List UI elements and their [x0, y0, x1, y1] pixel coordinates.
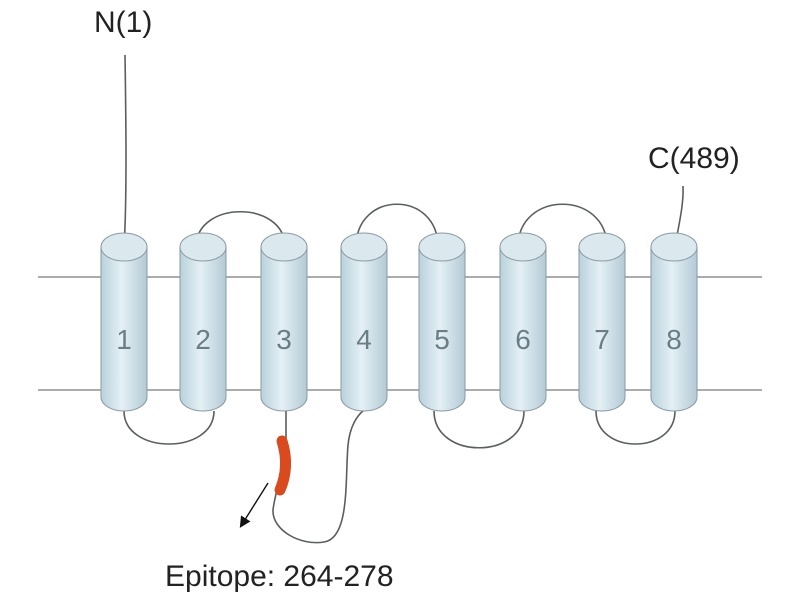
intracellular-loop-7-8 — [595, 410, 676, 445]
helix-3-label: 3 — [276, 324, 292, 355]
helix-6: 6 — [499, 232, 547, 412]
helix-5-label: 5 — [434, 324, 450, 355]
n-terminus-label: N(1) — [94, 6, 152, 39]
epitope-label: Epitope: 264-278 — [165, 560, 394, 593]
helix-8-label: 8 — [666, 324, 682, 355]
helix-2: 2 — [179, 232, 227, 412]
epitope-arrow — [239, 482, 269, 528]
epitope-segment — [274, 435, 292, 496]
helix-7: 7 — [578, 232, 626, 412]
helix-4: 4 — [340, 232, 388, 412]
helix-1-label: 1 — [116, 324, 132, 355]
extracellular-loop-6-7 — [517, 203, 608, 248]
intracellular-loop-1-2 — [123, 410, 215, 445]
helix-6-label: 6 — [515, 324, 531, 355]
helix-7-label: 7 — [594, 324, 610, 355]
extracellular-loop-2-3 — [195, 210, 286, 248]
helix-8: 8 — [650, 232, 698, 412]
helix-3: 3 — [260, 232, 308, 412]
extracellular-loop-4-5 — [355, 203, 439, 248]
helix-1: 1 — [100, 232, 148, 412]
helix-4-label: 4 — [356, 324, 372, 355]
n-terminal-tail — [123, 54, 127, 248]
intracellular-loop-5-6 — [433, 410, 525, 449]
c-terminus-label: C(489) — [648, 142, 740, 175]
helix-5: 5 — [418, 232, 466, 412]
helix-2-label: 2 — [195, 324, 211, 355]
